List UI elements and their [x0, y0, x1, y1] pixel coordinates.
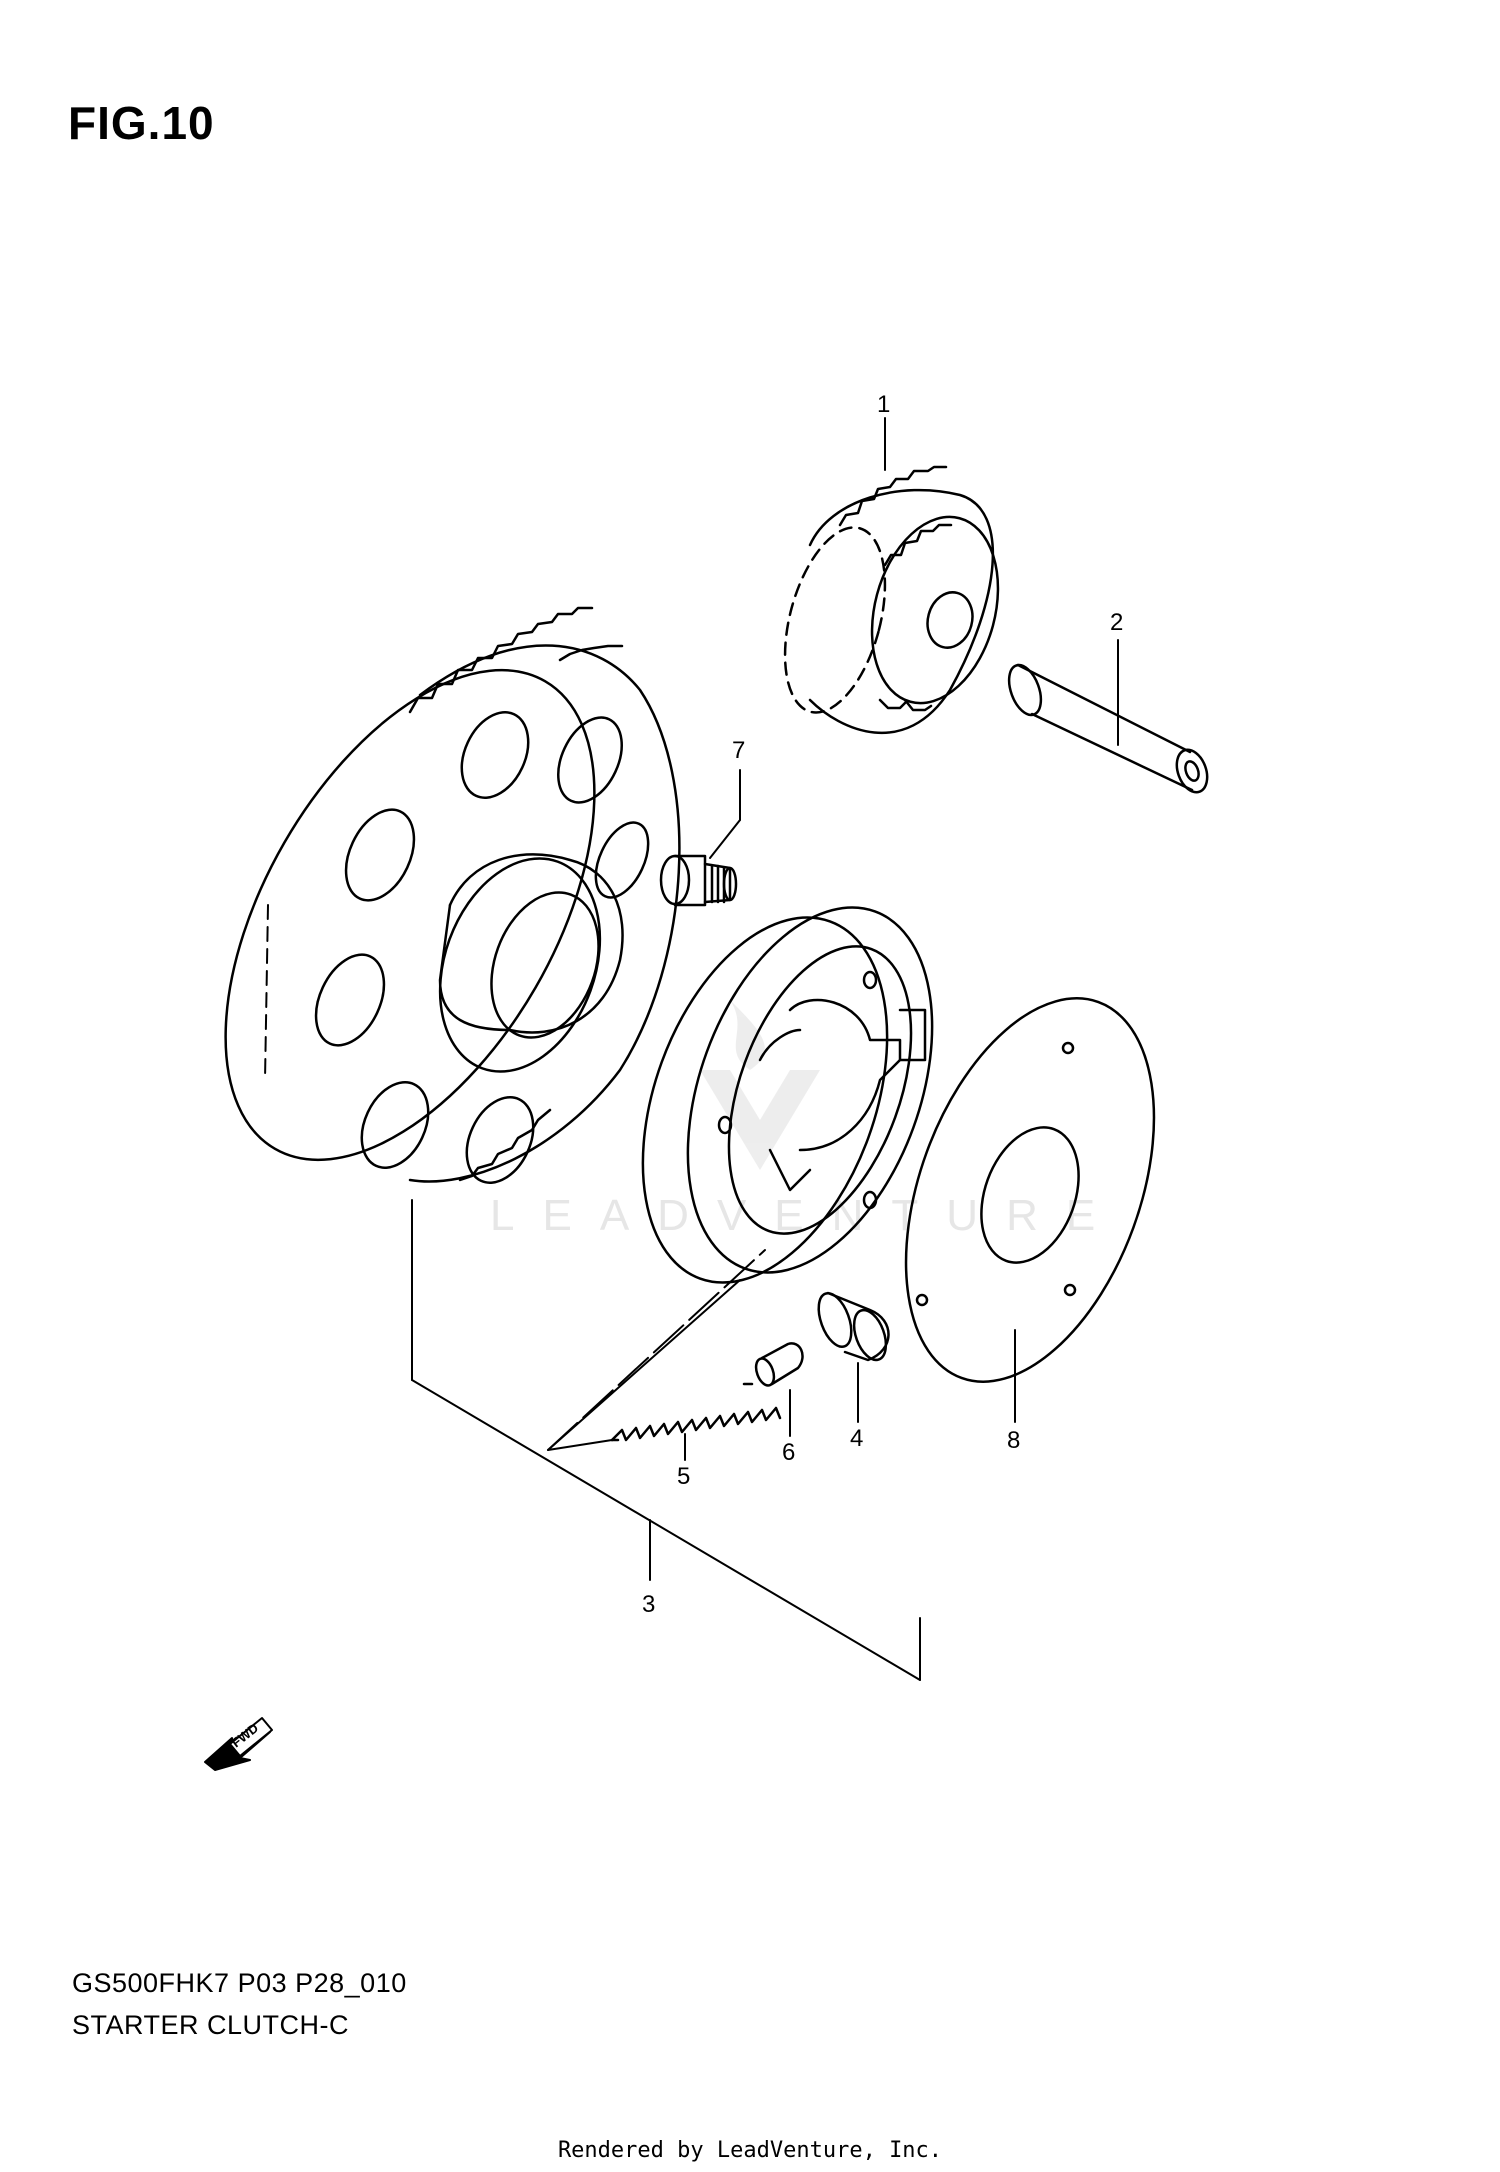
washer-part-8 [904, 997, 1156, 1383]
callout-4: 4 [850, 1425, 863, 1452]
diagram-name: STARTER CLUTCH-C [72, 2010, 350, 2040]
spring-cap-part-6 [754, 1342, 804, 1387]
one-way-clutch-housing [641, 906, 934, 1284]
callout-8: 8 [1007, 1427, 1020, 1454]
callout-3: 3 [642, 1591, 655, 1618]
watermark-text: LEADVENTURE [490, 1191, 1123, 1240]
roller-part-4 [817, 1291, 890, 1362]
watermark-logo-icon [700, 1000, 820, 1170]
shaft-part-2 [1007, 663, 1209, 794]
callout-6: 6 [782, 1439, 795, 1466]
callout-1: 1 [877, 391, 890, 418]
leader-lines [411, 417, 1119, 1681]
callout-5: 5 [677, 1463, 690, 1490]
diagram-code: GS500FHK7 P03 P28_010 [72, 1968, 407, 1998]
spring-part-5 [610, 1382, 782, 1442]
watermark: LEADVENTURE [490, 1000, 1123, 1240]
callout-7: 7 [732, 737, 745, 764]
rendered-by-credit: Rendered by LeadVenture, Inc. [557, 2138, 943, 2163]
forward-arrow-icon [204, 1717, 273, 1771]
idle-gear-part-1 [783, 465, 1000, 735]
bolt-part-7 [659, 854, 738, 907]
figure-title: FIG.10 [68, 97, 215, 149]
callout-2: 2 [1110, 609, 1123, 636]
starter-driven-gear [224, 606, 681, 1184]
